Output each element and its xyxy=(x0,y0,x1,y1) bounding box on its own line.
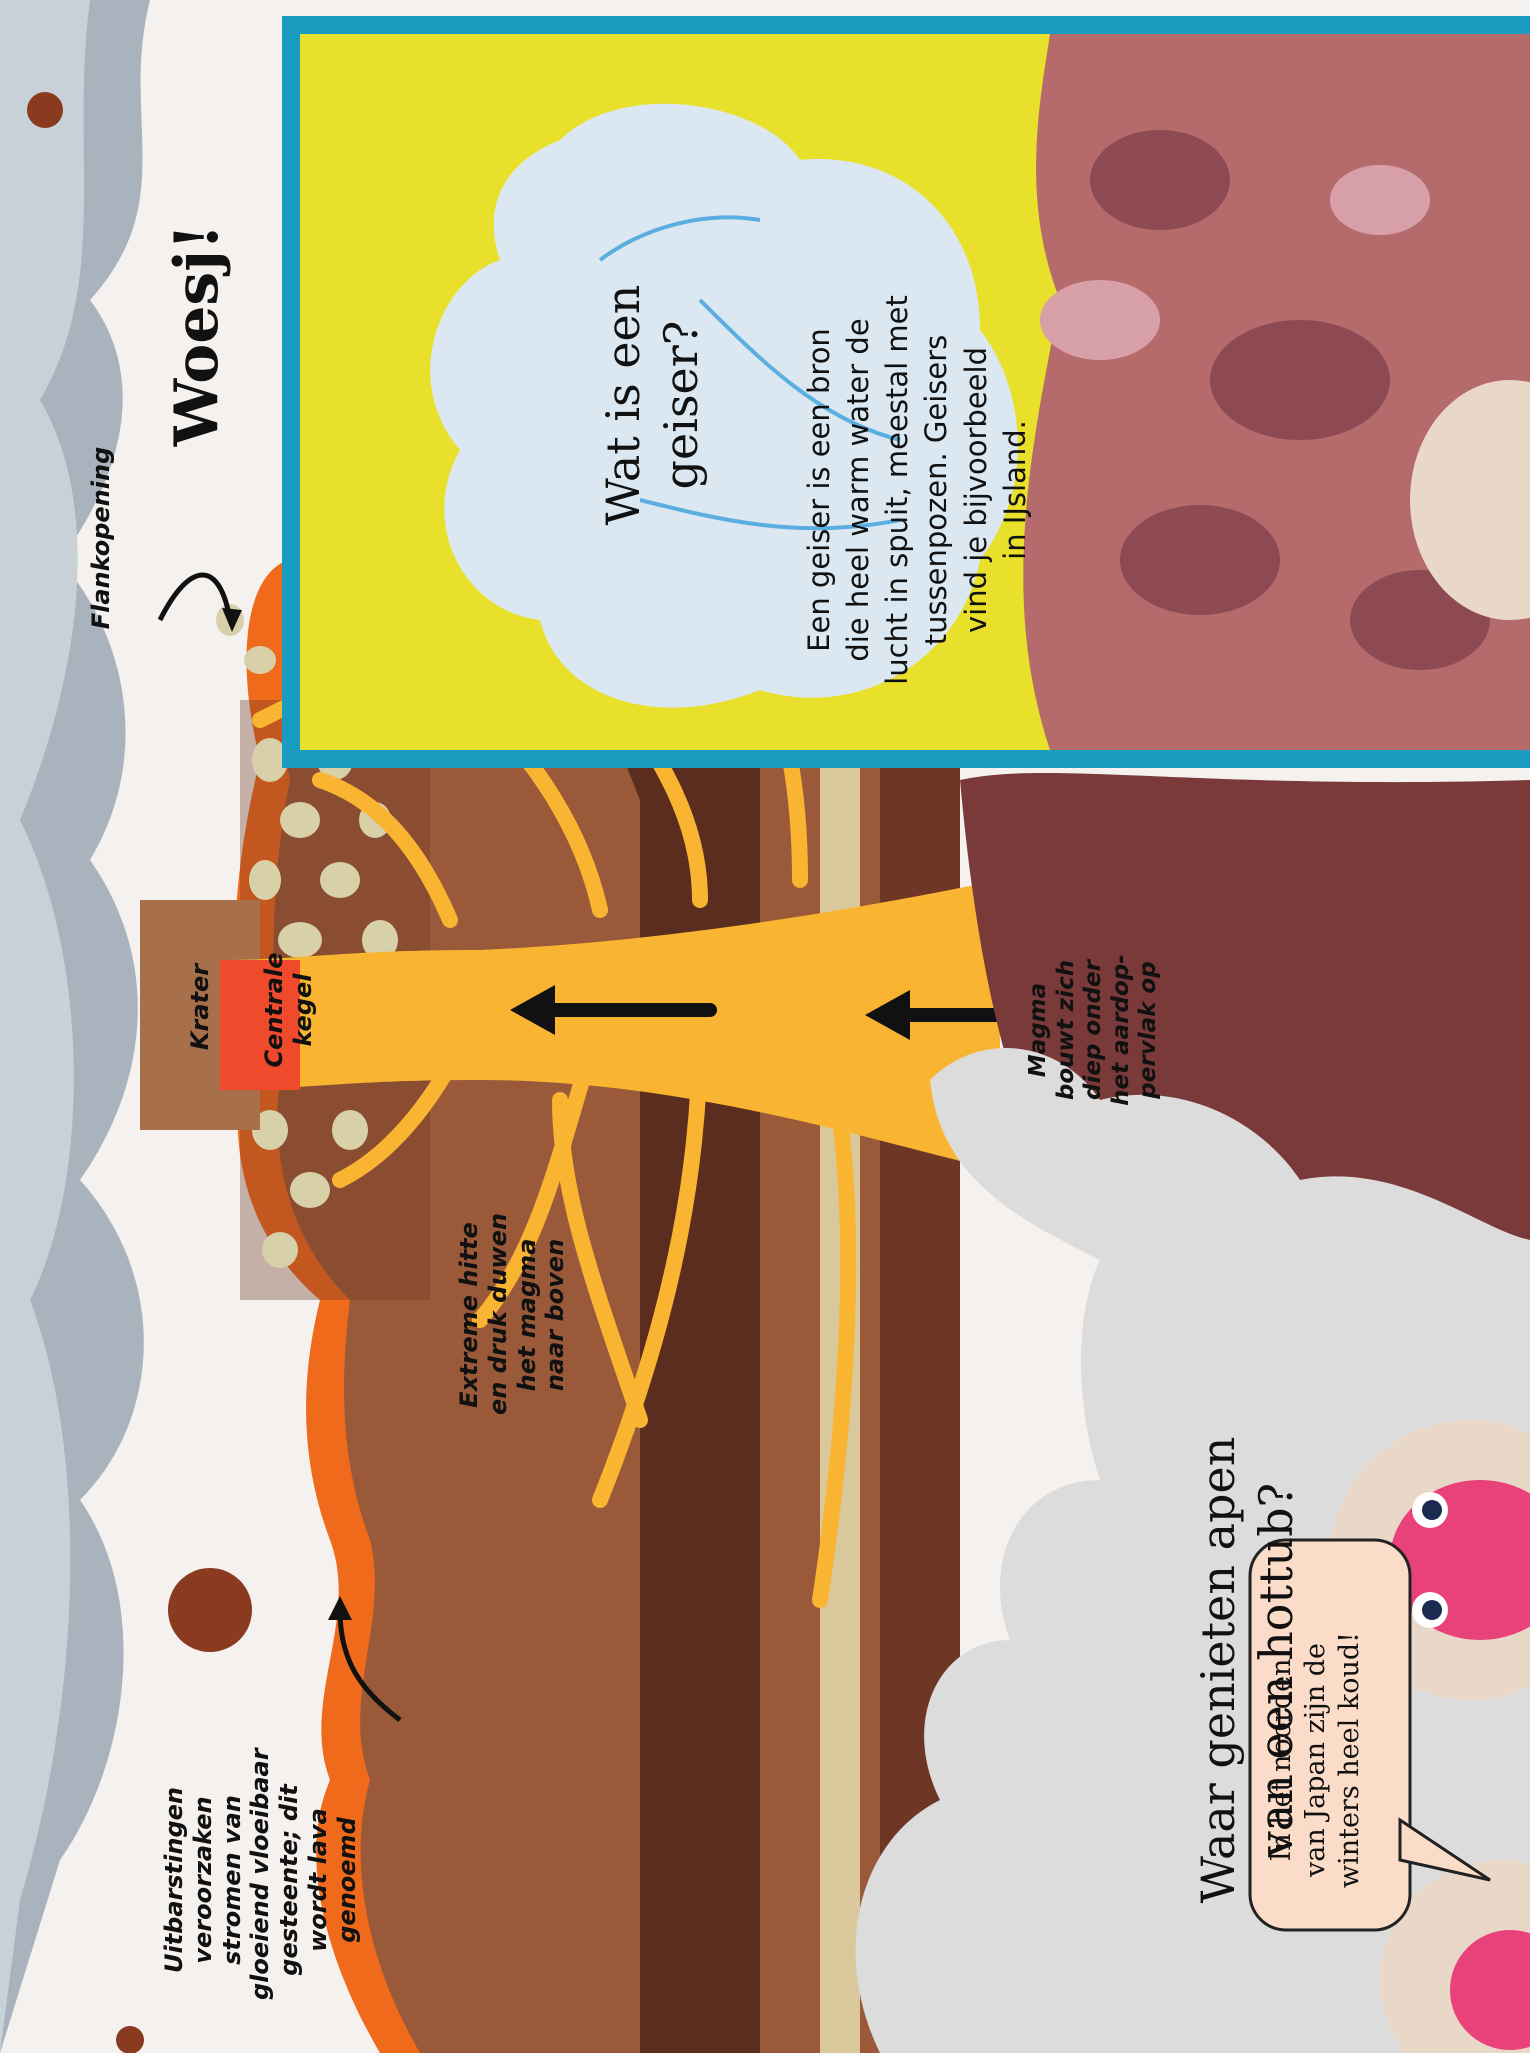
smoke-cloud xyxy=(0,0,150,2053)
label-eruptions-line-6: wordt lava xyxy=(304,1760,333,2000)
geyser-text-line-1: Een geiser is een bron xyxy=(800,240,839,740)
label-magma-line-2: bouwt zich xyxy=(1053,925,1081,1135)
label-eruptions-line-3: stromen van xyxy=(218,1760,247,2000)
label-magma-line-5: pervlak op xyxy=(1135,925,1163,1135)
label-heat-line-2: en druk duwen xyxy=(484,1215,513,1415)
geyser-title: Wat is een geiser? xyxy=(595,275,715,535)
label-magma-line-1: Magma xyxy=(1025,925,1053,1135)
speech-line-1: In het noorden xyxy=(1265,1580,1299,1940)
label-eruptions-line-4: gloeiend vloeibaar xyxy=(246,1760,275,2000)
monkey-heading-line-1: Waar genieten apen xyxy=(1190,1330,1248,2010)
label-magma-line-4: het aardop- xyxy=(1108,925,1136,1135)
geyser-title-line-2: geiser? xyxy=(653,275,711,535)
label-heat-pressure: Extreme hitte en druk duwen het magma na… xyxy=(455,1215,585,1415)
speech-bubble-text: In het noorden van Japan zijn de winters… xyxy=(1265,1580,1395,1940)
geyser-text-line-5: vind je bijvoorbeeld xyxy=(957,240,996,740)
speech-line-3: winters heel koud! xyxy=(1333,1580,1367,1940)
label-eruptions-line-1: Uitbarstingen xyxy=(160,1760,189,2000)
exclamation-text: Woesj! xyxy=(160,185,230,485)
label-central-cone-line-2: kegel xyxy=(289,940,318,1080)
label-eruptions-line-2: veroorzaken xyxy=(189,1760,218,2000)
label-central-cone-line-1: Centrale xyxy=(260,940,289,1080)
label-central-cone: Centrale kegel xyxy=(260,940,330,1080)
geyser-description: Een geiser is een bron die heel warm wat… xyxy=(800,240,1060,740)
geyser-text-line-3: lucht in spuit, meestal met xyxy=(878,240,917,740)
label-eruptions-line-7: genoemd xyxy=(333,1760,362,2000)
label-flank-opening: Flankopening xyxy=(87,428,123,648)
label-eruptions: Uitbarstingen veroorzaken stromen van gl… xyxy=(160,1760,380,2000)
speech-line-2: van Japan zijn de xyxy=(1299,1580,1333,1940)
label-magma-builds: Magma bouwt zich diep onder het aardop- … xyxy=(1025,925,1185,1135)
label-magma-line-3: diep onder xyxy=(1080,925,1108,1135)
label-eruptions-line-5: gesteente; dit xyxy=(275,1760,304,2000)
geyser-title-line-1: Wat is een xyxy=(595,275,653,535)
label-crater: Krater xyxy=(186,952,220,1062)
geyser-text-line-4: tussenpozen. Geisers xyxy=(917,240,956,740)
label-heat-line-1: Extreme hitte xyxy=(455,1215,484,1415)
geyser-text-line-2: die heel warm water de xyxy=(839,240,878,740)
geyser-text-line-6: in IJsland. xyxy=(996,240,1035,740)
label-heat-line-3: het magma xyxy=(513,1215,542,1415)
label-heat-line-4: naar boven xyxy=(541,1215,570,1415)
